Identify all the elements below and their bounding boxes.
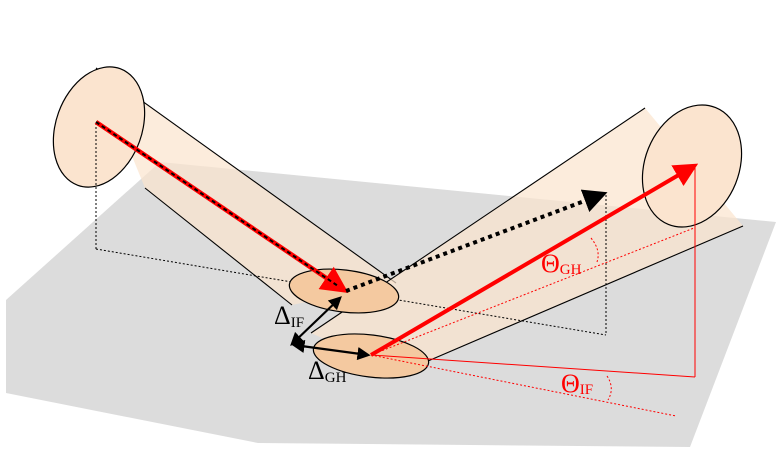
- incident-beam-body: [96, 68, 396, 305]
- theta-if-label: ΘIF: [561, 369, 593, 398]
- theta-gh-arc: [590, 237, 599, 263]
- actual-reflected-ray: [369, 163, 699, 357]
- red-construction-lines: [370, 168, 696, 417]
- reflected-beam-body: [311, 108, 743, 373]
- projection-lines: [95, 123, 607, 336]
- theta-gh-label: ΘGH: [541, 249, 582, 278]
- delta-gh-arrow: [291, 339, 371, 361]
- incident-beam: [52, 66, 397, 306]
- incident-beam-face: [52, 66, 146, 188]
- theta-if-arc: [606, 375, 612, 401]
- geometric-reflected-ray: [345, 189, 608, 293]
- delta-if-arrow: [290, 296, 342, 346]
- delta-gh-label: ΔGH: [308, 356, 347, 386]
- delta-if-label: ΔIF: [274, 301, 304, 331]
- incident-ray: [94, 120, 349, 294]
